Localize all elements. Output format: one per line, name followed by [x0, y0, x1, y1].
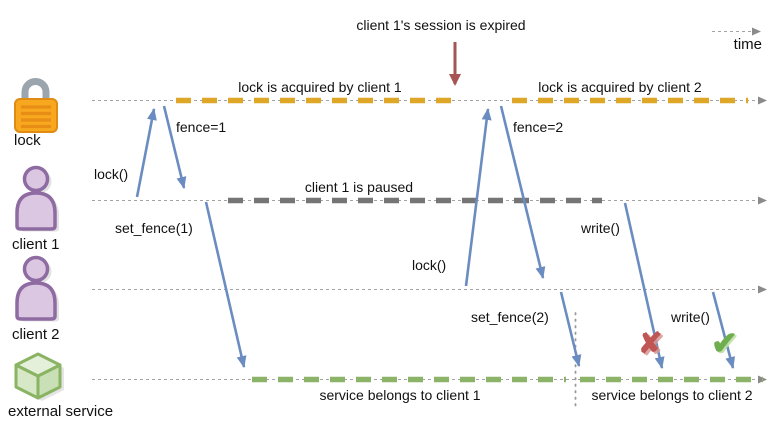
message-label-set-fence2: set_fence(2) [471, 309, 549, 325]
actor-label-client1: client 1 [12, 236, 60, 253]
segment-label-service-client1: service belongs to client 1 [319, 387, 481, 403]
message-label-fence1: fence=1 [176, 119, 227, 135]
actor-label-client2: client 2 [12, 326, 60, 343]
actor-label-external-service: external service [8, 403, 114, 420]
message-label-lock2: lock() [412, 257, 447, 273]
state-segments [176, 97, 763, 383]
arrow-fence2 [499, 105, 546, 279]
lock-shackle [21, 78, 50, 107]
segment-label-lock-client2: lock is acquired by client 2 [538, 79, 702, 95]
message-label-write1: write() [581, 220, 620, 236]
client2-person-icon [15, 255, 59, 322]
write-success-check-mark: ✔ [711, 325, 738, 361]
message-label-set-fence1: set_fence(1) [115, 220, 193, 236]
arrow-lock1 [135, 108, 157, 198]
arrow-write2-success [711, 291, 736, 369]
timeline-lanes [92, 27, 767, 384]
client2-head [22, 255, 50, 283]
time-axis-label: time [733, 36, 762, 53]
actor-label-lock: lock [14, 132, 41, 149]
segment-label-service-client2: service belongs to client 2 [591, 387, 753, 403]
segment-label-lock-client1: lock is acquired by client 1 [238, 79, 402, 95]
client1-body [15, 191, 57, 231]
arrow-write1-failed [623, 202, 665, 369]
message-label-write2: write() [671, 309, 710, 325]
segment-label-client1-paused: client 1 is paused [304, 179, 414, 195]
client1-person-icon [15, 165, 59, 232]
box-top-face [14, 352, 62, 378]
arrow-set-fence2 [559, 291, 582, 367]
lock-body-lines [21, 105, 51, 129]
arrow-lock2 [464, 108, 492, 287]
message-label-fence2: fence=2 [513, 119, 564, 135]
message-arrows [135, 105, 736, 369]
lock-icon [14, 78, 58, 133]
client1-head [22, 165, 50, 193]
write-failed-x-mark: ✘ [638, 328, 663, 360]
arrow-set-fence1 [204, 201, 247, 368]
client2-body [15, 281, 57, 321]
session-expired-annotation: client 1's session is expired [356, 17, 526, 33]
message-label-lock1: lock() [94, 166, 129, 182]
arrow-fence1 [162, 105, 187, 189]
external-service-box-icon [14, 352, 64, 401]
